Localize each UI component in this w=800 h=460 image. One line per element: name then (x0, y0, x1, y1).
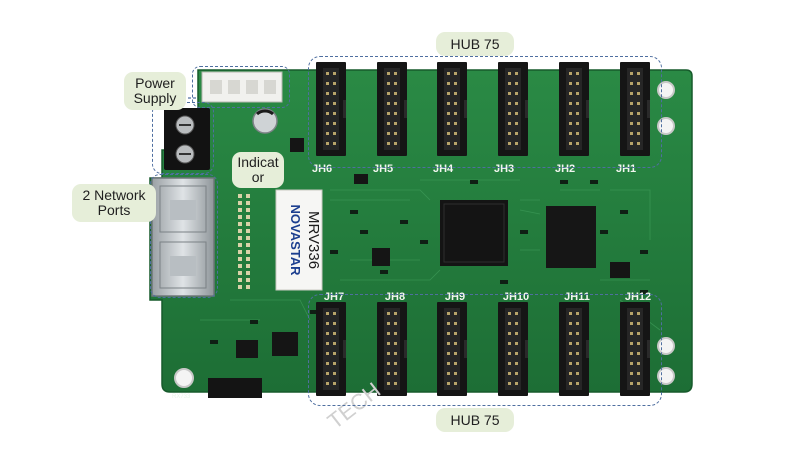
hub75-connector-top-1 (316, 62, 346, 156)
connector-label-top-4: JH3 (494, 163, 514, 175)
capacitor (252, 108, 278, 134)
hub-bottom-outline (308, 294, 662, 406)
power-header-outline (192, 66, 290, 108)
corner-label: RX733 (172, 394, 191, 400)
fpga-chip (440, 200, 508, 266)
power-outline (152, 102, 214, 174)
callout-hub-top: HUB 75 (436, 32, 514, 56)
pin-header (238, 194, 250, 289)
hub75-connector-top-4 (498, 62, 528, 156)
callout-network-ports: 2 Network Ports (72, 184, 156, 222)
memory-chip (546, 206, 596, 268)
connector-label-top-6: JH1 (616, 163, 636, 175)
brand-sticker: NOVASTAR MRV336 (275, 189, 323, 291)
hub75-connector-bottom-3 (437, 302, 467, 396)
connector-label-top-5: JH2 (555, 163, 575, 175)
power-terminal (164, 108, 210, 170)
connector-label-top-3: JH4 (433, 163, 454, 175)
hub75-connector-bottom-6 (620, 302, 650, 396)
hub75-connector-top-5 (559, 62, 589, 156)
hub75-connector-top-6 (620, 62, 650, 156)
hub75-connector-bottom-4 (498, 302, 528, 396)
mounting-holes (174, 81, 675, 388)
network-outline (150, 174, 218, 298)
hub75-connector-bottom-2 (377, 302, 407, 396)
hub75-connector-bottom-1 (316, 302, 346, 396)
model-text: MRV336 (305, 211, 322, 269)
hub75-connector-top-3 (437, 62, 467, 156)
callout-power-supply: Power Supply (124, 72, 186, 110)
power-header (201, 71, 283, 103)
hub75-connector-top-2 (377, 62, 407, 156)
callout-hub-bottom: HUB 75 (436, 408, 514, 432)
hub75-connector-bottom-5 (559, 302, 589, 396)
small-chips (236, 138, 630, 358)
hub-top-outline (308, 56, 662, 168)
connector-label-top-2: JH5 (373, 163, 393, 175)
bottom-pin-header (208, 378, 262, 398)
network-ports (151, 177, 215, 297)
callout-indicator: Indicat or (232, 152, 284, 188)
brand-text: NOVASTAR (288, 204, 303, 276)
pcb (149, 69, 693, 393)
